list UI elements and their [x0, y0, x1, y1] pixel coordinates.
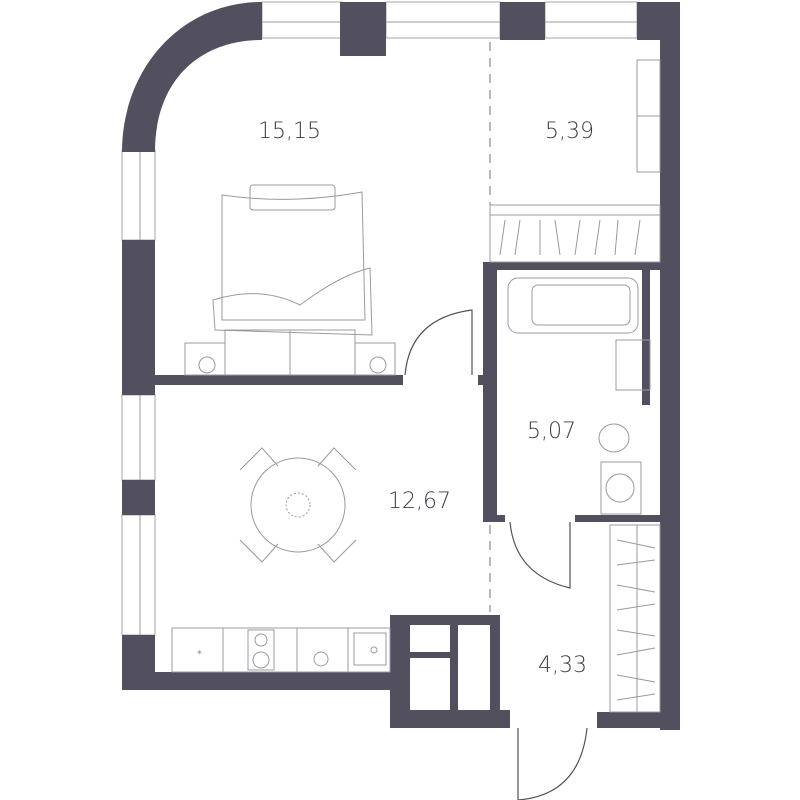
room-area-dressing: 5,39 [545, 119, 594, 144]
dining-table [239, 447, 357, 563]
kitchen-counter: * [171, 627, 391, 673]
wardrobe-top [489, 204, 661, 263]
wardrobe-dressing [636, 59, 661, 173]
bed [184, 184, 396, 376]
svg-text:*: * [197, 649, 202, 660]
bathroom-fixtures [507, 277, 651, 515]
wardrobe-hall [609, 524, 661, 713]
walls [122, 2, 680, 730]
room-area-bedroom: 15,15 [258, 119, 321, 144]
room-area-bathroom: 5,07 [527, 419, 576, 444]
windows [121, 1, 638, 636]
room-area-hallway: 4,33 [538, 653, 587, 678]
room-area-kitchen-living: 12,67 [388, 489, 451, 514]
